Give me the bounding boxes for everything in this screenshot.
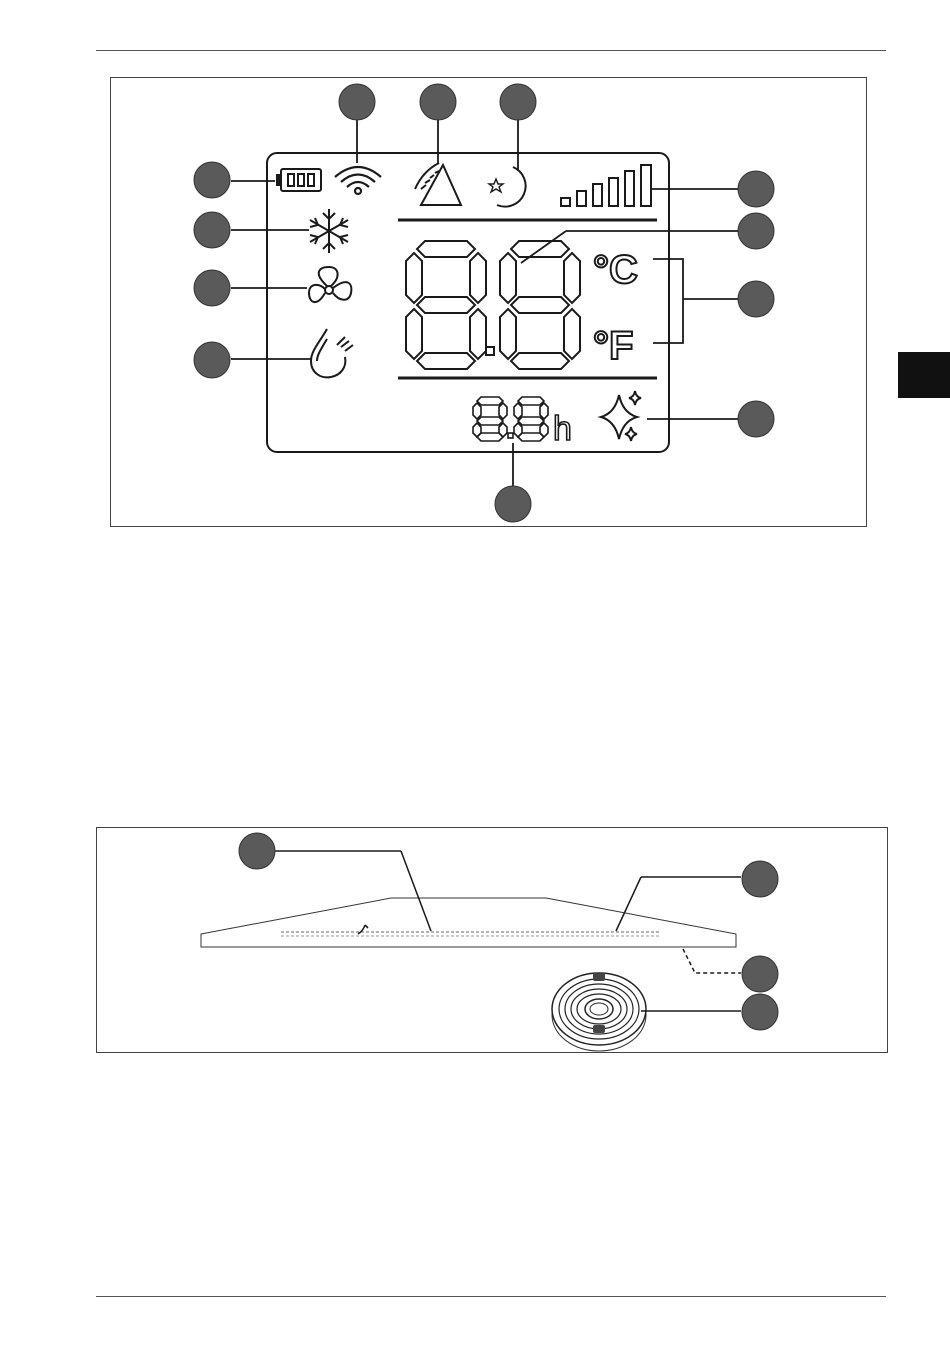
timer-decimal-point <box>508 433 513 438</box>
callout-marker <box>194 342 230 378</box>
main-digit-right <box>500 241 580 369</box>
sleep-moon-icon <box>489 167 526 207</box>
header-rule <box>96 50 886 51</box>
hood-outline <box>201 898 736 947</box>
callout-marker <box>738 281 774 317</box>
callout-marker <box>742 994 778 1030</box>
callout-marker <box>742 956 778 992</box>
callout-marker <box>738 171 774 207</box>
fan-icon <box>309 267 351 302</box>
lcd-figure-svg: °C °F h <box>111 78 866 526</box>
lcd-figure-panel: °C °F h <box>110 77 867 527</box>
footer-rule <box>96 1296 886 1297</box>
timer-unit-label: h <box>553 410 572 448</box>
filter-figure-svg <box>97 828 887 1052</box>
unit-celsius: °C <box>593 248 638 292</box>
snowflake-icon <box>310 209 348 253</box>
swing-icon <box>415 163 461 205</box>
timer-digit-right <box>514 397 548 441</box>
timer-digit-left <box>473 397 507 441</box>
main-decimal-point <box>486 347 494 355</box>
unit-fahrenheit: °F <box>593 324 633 368</box>
battery-icon <box>277 169 321 191</box>
chapter-tab <box>898 352 950 398</box>
callout-marker <box>194 212 230 248</box>
callout-marker <box>738 401 774 437</box>
callout-marker <box>194 162 230 198</box>
sparkle-icon <box>601 391 641 441</box>
callout-marker <box>194 270 230 306</box>
dehumidify-icon <box>311 329 353 377</box>
callout-marker <box>738 213 774 249</box>
filter-figure-panel <box>96 827 888 1053</box>
main-digit-left <box>406 241 486 369</box>
callout-marker <box>239 833 275 869</box>
wifi-icon <box>335 167 381 194</box>
callout-marker <box>339 84 375 120</box>
callout-marker <box>495 486 531 522</box>
signal-bars-icon <box>561 165 651 206</box>
carbon-filter-icon <box>552 973 646 1051</box>
callout-marker <box>742 861 778 897</box>
callout-marker <box>500 84 536 120</box>
callout-markers <box>194 84 774 522</box>
callout-marker <box>420 84 456 120</box>
